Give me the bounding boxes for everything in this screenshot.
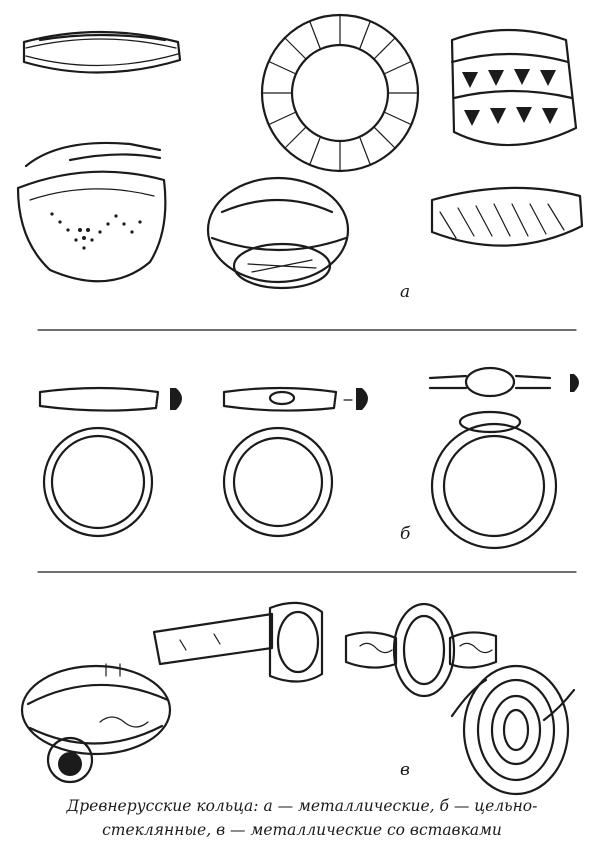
inserted-ring-side-view [152, 601, 324, 683]
metal-ring-wide-ornamented [450, 28, 578, 147]
figure-caption: Древнерусские кольца: а — металлические,… [0, 794, 604, 842]
metal-ring-twisted-round [260, 13, 420, 173]
inserted-ring-oval-setting [344, 602, 498, 698]
metal-ring-oval-signet [206, 176, 350, 290]
metal-ring-open-shield [16, 141, 167, 283]
inserted-ring-with-gem [20, 663, 172, 784]
glass-ring-plain-2 [222, 386, 368, 538]
caption-line-1: Древнерусские кольца: а — металлические,… [66, 797, 538, 815]
section-label-a: а [400, 282, 411, 302]
section-label-b: б [400, 524, 411, 544]
metal-ring-twisted-band [430, 186, 584, 247]
metal-ring-flat-band [22, 30, 182, 74]
glass-ring-with-bead [428, 366, 579, 550]
inserted-ring-concentric-oval [450, 664, 576, 796]
section-label-v: в [400, 760, 410, 780]
glass-ring-plain-1 [38, 386, 182, 538]
caption-line-2: стеклянные, в — металлические со вставка… [102, 821, 502, 839]
